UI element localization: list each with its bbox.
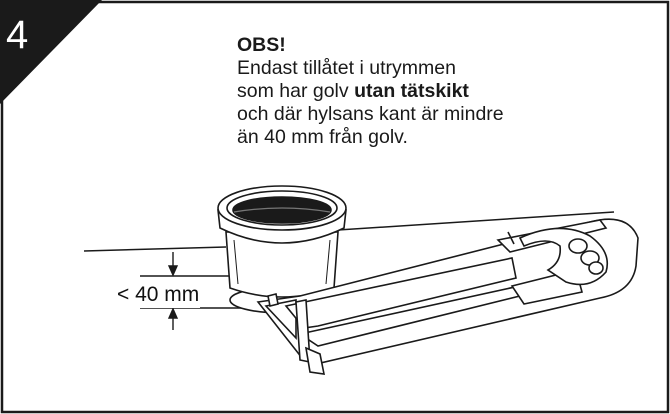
floor-line <box>83 246 227 252</box>
saw <box>256 218 639 375</box>
note-title: OBS! <box>237 34 286 56</box>
floor-line-right <box>337 211 615 231</box>
dimension-label: < 40 mm <box>116 282 201 308</box>
note-line-3: och där hylsans kant är mindre <box>237 103 504 125</box>
warning-note: OBS! Endast tillåtet i utrymmen som har … <box>237 34 617 149</box>
note-line-4: än 40 mm från golv. <box>237 126 408 148</box>
note-line-1: Endast tillåtet i utrymmen <box>237 57 456 79</box>
dimension-marks <box>140 252 246 330</box>
note-line-2: som har golv <box>237 80 355 102</box>
note-emphasis: utan tätskikt <box>354 80 469 102</box>
step-badge <box>0 0 102 104</box>
step-number: 4 <box>6 13 29 57</box>
